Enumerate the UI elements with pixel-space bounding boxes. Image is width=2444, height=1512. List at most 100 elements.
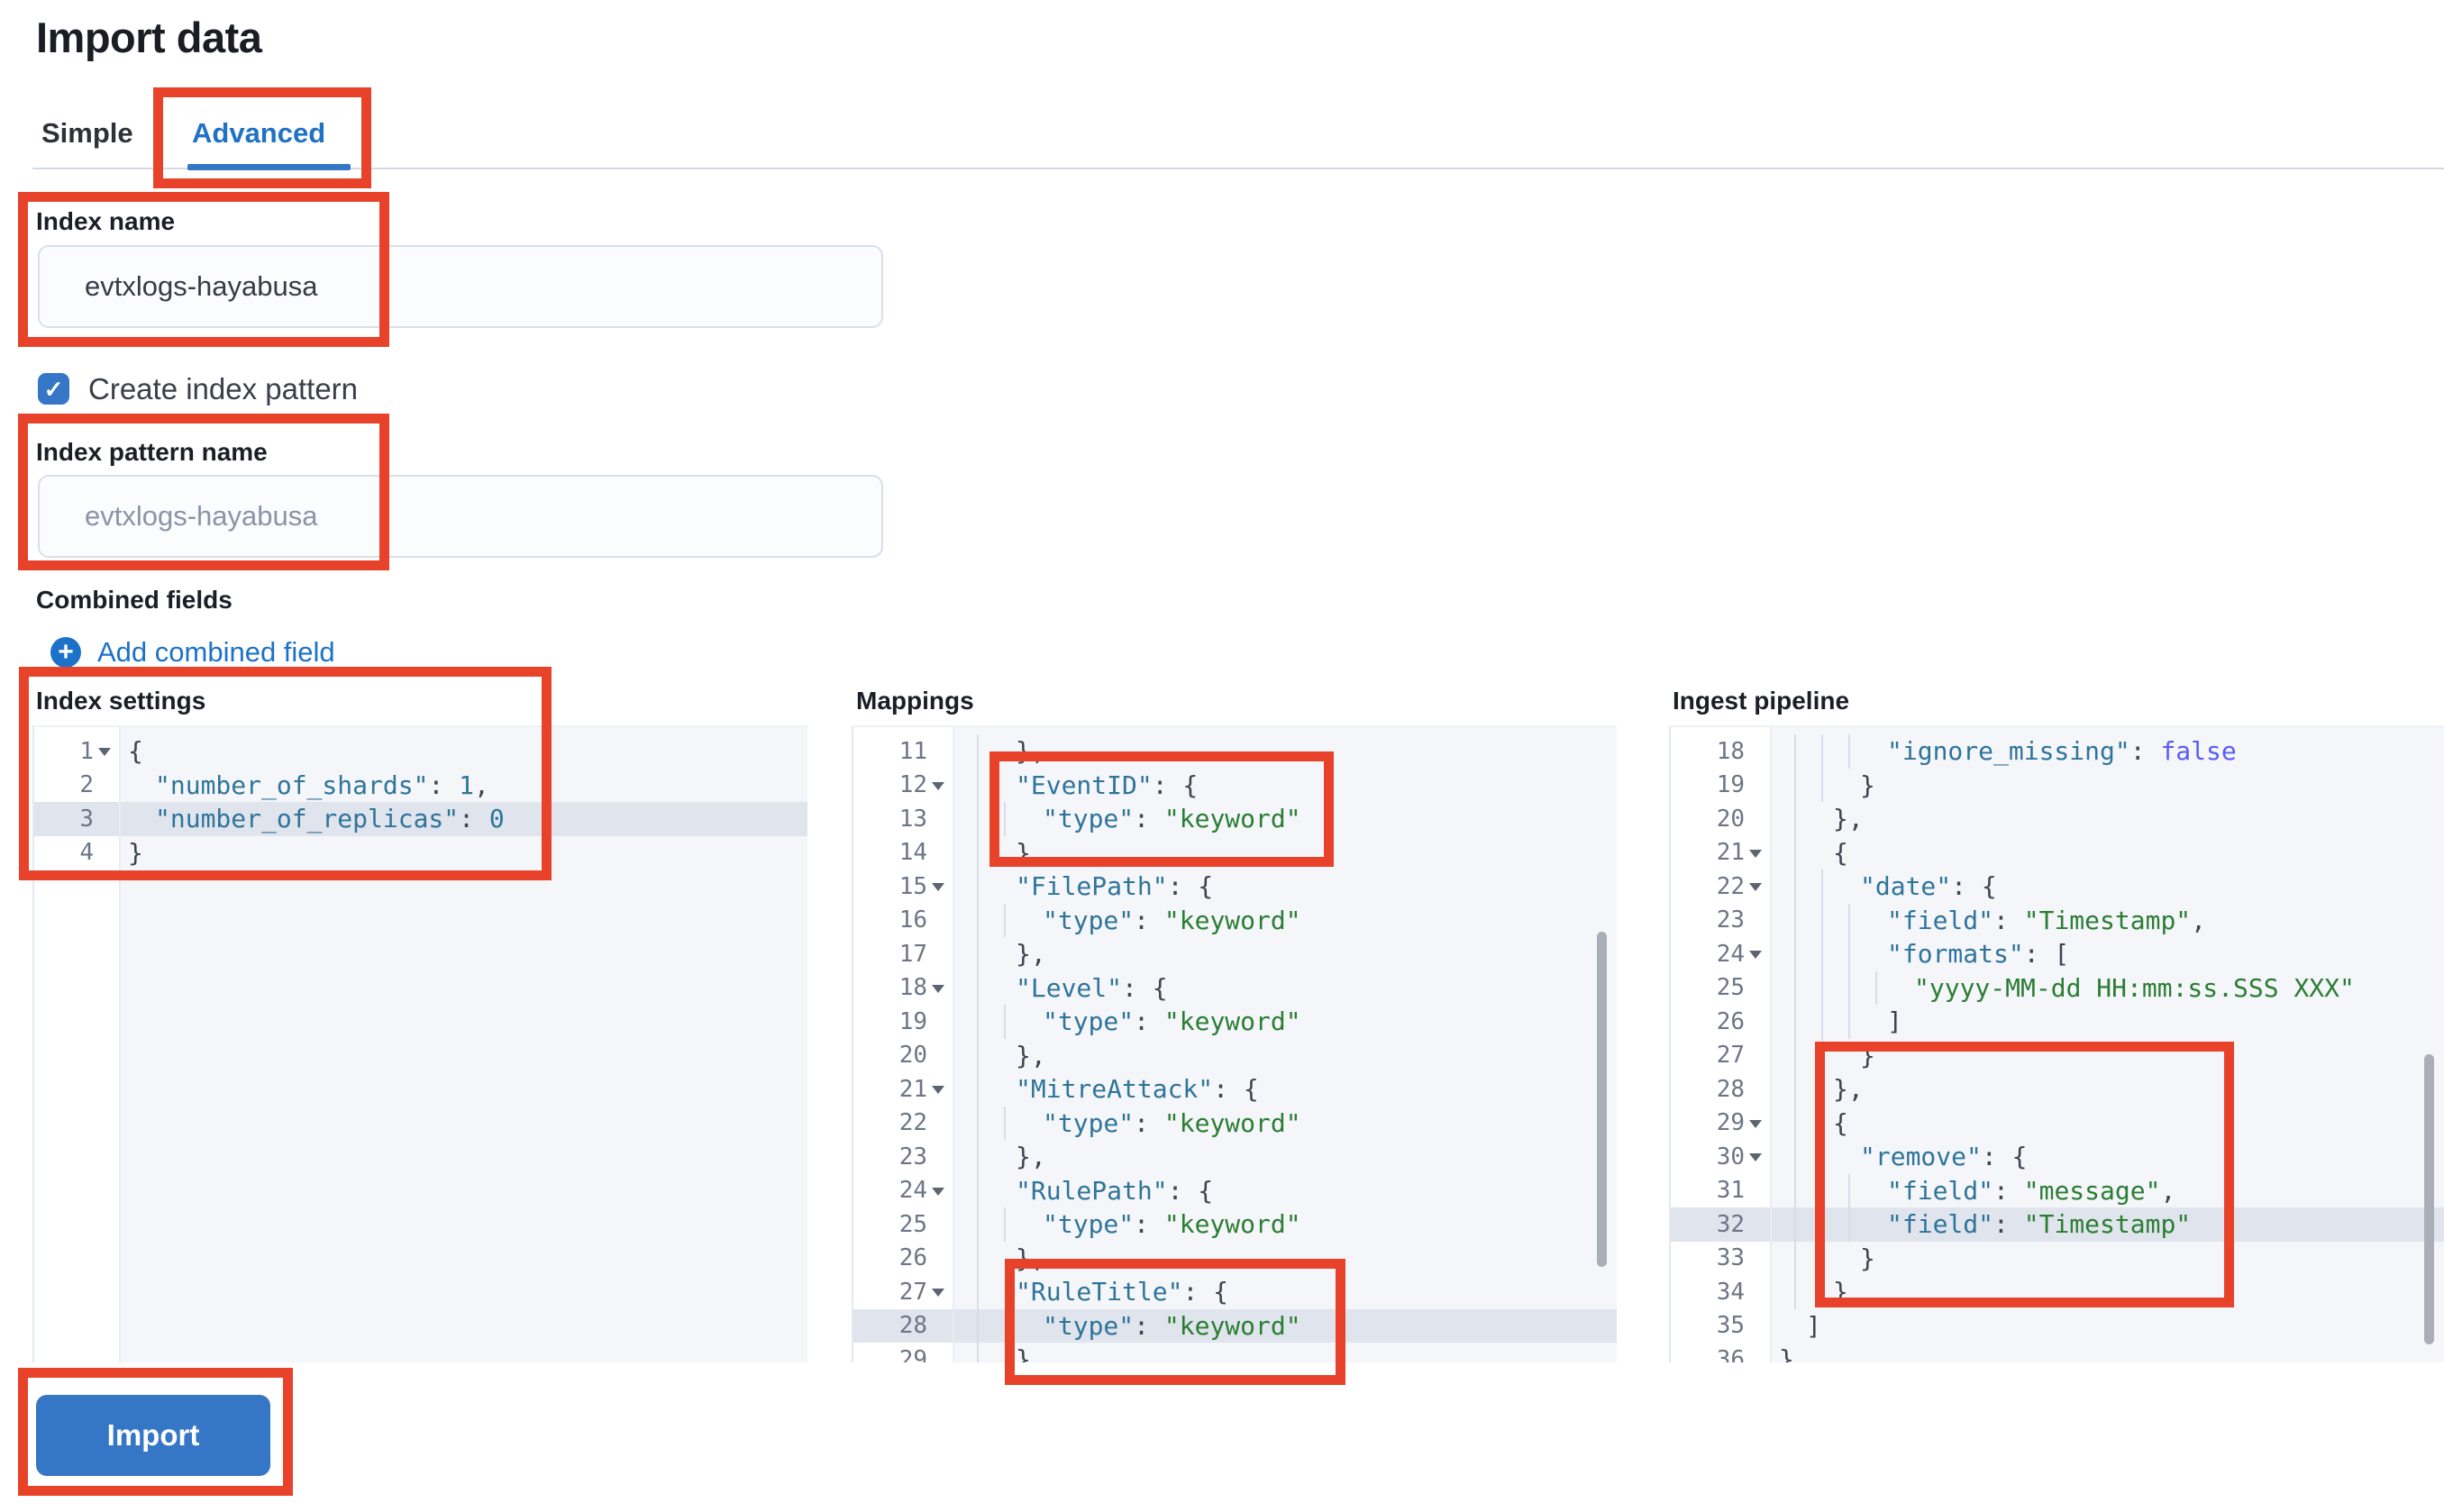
- gutter-line: 3: [34, 802, 119, 836]
- gutter-line: 35: [1716, 1312, 1745, 1340]
- code-line: "number_of_shards": 1,: [155, 770, 489, 800]
- gutter-line: 30: [1671, 1140, 1770, 1174]
- code-line: "field": "message",: [1772, 1173, 2444, 1207]
- gutter-line: 16: [898, 906, 927, 934]
- checkmark-icon: ✓: [43, 375, 64, 403]
- import-button[interactable]: Import: [36, 1395, 270, 1476]
- gutter-line: 1: [34, 734, 119, 769]
- index-pattern-name-label: Index pattern name: [36, 438, 268, 466]
- gutter-line: 17: [898, 940, 927, 968]
- gutter-line: 13: [898, 805, 927, 833]
- vertical-scrollbar[interactable]: [1597, 932, 1607, 1267]
- vertical-scrollbar[interactable]: [2424, 1054, 2434, 1344]
- gutter-line: 27: [1716, 1042, 1745, 1070]
- combined-fields-label: Combined fields: [36, 586, 233, 614]
- index-settings-label: Index settings: [36, 687, 206, 715]
- gutter-line: 28: [853, 1308, 953, 1343]
- index-name-label: Index name: [36, 207, 176, 235]
- add-combined-field-link[interactable]: + Add combined field: [50, 636, 335, 669]
- gutter-line: 22: [898, 1109, 927, 1137]
- create-index-pattern-label: Create index pattern: [88, 372, 359, 405]
- fold-arrow-icon[interactable]: [1749, 1153, 1762, 1162]
- create-index-pattern-checkbox[interactable]: ✓: [38, 373, 69, 405]
- gutter-line: 2: [79, 771, 94, 799]
- code-line: }: [1772, 1038, 2444, 1072]
- code-line: "ignore_missing": false: [1772, 734, 2444, 769]
- code-line: "type": "keyword": [954, 1106, 1617, 1140]
- code-line: "Level": {: [954, 970, 1617, 1005]
- code-line: "FilePath": {: [954, 870, 1617, 904]
- fold-arrow-icon[interactable]: [932, 984, 944, 993]
- plus-circle-icon: +: [50, 637, 81, 668]
- fold-arrow-icon[interactable]: [932, 883, 944, 892]
- ingest-pipeline-label: Ingest pipeline: [1673, 687, 1850, 715]
- gutter-line: 19: [898, 1007, 927, 1035]
- code-line: },: [1772, 802, 2444, 836]
- code-line: }: [1772, 1275, 2444, 1309]
- gutter-line: 20: [898, 1042, 927, 1070]
- code-line: "type": "keyword": [954, 802, 1617, 836]
- tab-simple[interactable]: Simple: [41, 117, 133, 149]
- fold-arrow-icon[interactable]: [98, 748, 111, 757]
- code-line: "date": {: [1772, 870, 2444, 904]
- gutter-line: 22: [1671, 870, 1770, 904]
- gutter-line: 4: [79, 839, 94, 867]
- gutter-line: 12: [853, 769, 953, 803]
- code-line: }: [1772, 768, 2444, 802]
- gutter-line: 14: [898, 839, 927, 867]
- code-line: "type": "keyword": [954, 1308, 1617, 1343]
- gutter-line: 15: [853, 870, 953, 904]
- gutter-line: 20: [1716, 805, 1745, 833]
- gutter-line: 18: [1716, 737, 1745, 765]
- gutter-line: 24: [1671, 937, 1770, 971]
- gutter-line: 27: [853, 1275, 953, 1309]
- fold-arrow-icon[interactable]: [932, 1086, 944, 1095]
- fold-arrow-icon[interactable]: [1749, 883, 1762, 892]
- gutter-line: 34: [1716, 1278, 1745, 1306]
- code-line: },: [954, 937, 1617, 971]
- code-line: {: [128, 736, 143, 766]
- code-line: },: [954, 1038, 1617, 1072]
- add-combined-field-label: Add combined field: [97, 636, 335, 668]
- gutter-line: 29: [898, 1345, 927, 1362]
- code-line: "remove": {: [1772, 1140, 2444, 1174]
- gutter-line: 23: [898, 1143, 927, 1170]
- tab-advanced[interactable]: Advanced: [192, 117, 326, 149]
- gutter-line: 25: [1716, 974, 1745, 1002]
- fold-arrow-icon[interactable]: [1749, 1119, 1762, 1128]
- gutter-line: 18: [853, 971, 953, 1006]
- code-line: "type": "keyword": [954, 1207, 1617, 1242]
- code-line: {: [1772, 1106, 2444, 1140]
- code-line: "EventID": {: [954, 768, 1617, 802]
- code-line: ]: [1806, 1310, 1821, 1341]
- fold-arrow-icon[interactable]: [1749, 849, 1762, 858]
- code-line: }: [128, 837, 143, 868]
- code-line: "type": "keyword": [954, 903, 1617, 937]
- gutter-line: 26: [898, 1244, 927, 1272]
- index-pattern-name-input[interactable]: [38, 475, 883, 558]
- fold-arrow-icon[interactable]: [932, 1289, 944, 1298]
- fold-arrow-icon[interactable]: [932, 781, 944, 790]
- gutter-line: 32: [1671, 1207, 1770, 1242]
- code-line: },: [954, 1241, 1617, 1275]
- code-line: },: [954, 1140, 1617, 1174]
- code-line: "type": "keyword": [954, 1005, 1617, 1039]
- code-line: "field": "Timestamp",: [1772, 903, 2444, 937]
- code-line: "RuleTitle": {: [954, 1275, 1617, 1309]
- index-name-input[interactable]: [38, 245, 883, 328]
- gutter-line: 26: [1716, 1007, 1745, 1035]
- code-line: "yyyy-MM-dd HH:mm:ss.SSS XXX": [1772, 970, 2444, 1005]
- code-line: },: [1772, 1072, 2444, 1107]
- fold-arrow-icon[interactable]: [932, 1187, 944, 1196]
- page-title: Import data: [36, 14, 262, 61]
- fold-arrow-icon[interactable]: [1749, 951, 1762, 960]
- code-line: },: [954, 734, 1617, 769]
- code-line: }: [1779, 1344, 1794, 1362]
- gutter-line: 24: [853, 1174, 953, 1208]
- active-tab-underline: [187, 164, 351, 170]
- code-line: }: [1772, 1241, 2444, 1275]
